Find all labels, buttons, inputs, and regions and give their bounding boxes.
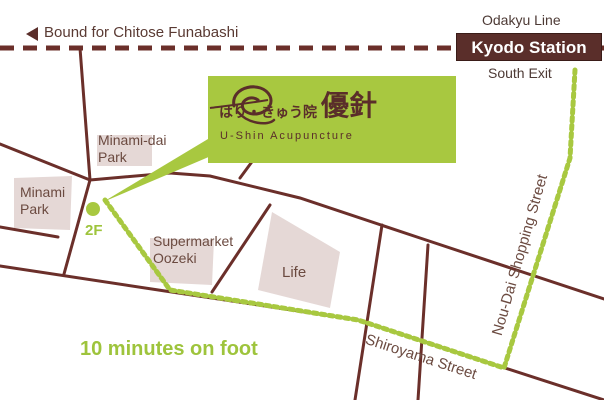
line-label: Odakyu Line bbox=[482, 12, 561, 28]
clinic-name-en: U-Shin Acupuncture bbox=[220, 130, 354, 142]
road bbox=[416, 243, 430, 400]
road bbox=[503, 366, 604, 400]
road bbox=[62, 178, 92, 276]
road bbox=[78, 46, 92, 182]
road bbox=[210, 203, 272, 294]
clinic-location-marker bbox=[86, 202, 100, 216]
floor-label: 2F bbox=[85, 222, 103, 239]
road bbox=[0, 225, 60, 239]
nou-dai-street-road bbox=[502, 69, 577, 369]
block-life bbox=[258, 212, 340, 308]
road bbox=[0, 264, 167, 293]
direction-arrow-icon bbox=[26, 27, 38, 41]
road bbox=[0, 142, 92, 182]
station-label: Kyodo Station bbox=[456, 33, 602, 61]
block-minami-park bbox=[14, 176, 72, 230]
blocks bbox=[14, 135, 340, 308]
clinic-name-kanji: 優針 bbox=[321, 89, 378, 122]
place-minami-park: Minami Park bbox=[20, 184, 66, 217]
place-minami-dai-park: Minami-dai Park bbox=[98, 132, 167, 165]
clinic-callout: はり・きゅう院優針 U-Shin Acupuncture bbox=[208, 76, 456, 163]
walk-time-label: 10 minutes on foot bbox=[80, 338, 258, 360]
walking-route bbox=[102, 67, 578, 372]
needle-swirl-icon bbox=[209, 85, 276, 125]
road bbox=[353, 223, 384, 400]
bound-label: Bound for Chitose Funabashi bbox=[44, 24, 239, 41]
exit-label: South Exit bbox=[488, 65, 552, 81]
block-minami-dai-park bbox=[97, 135, 152, 166]
place-life: Life bbox=[282, 264, 307, 281]
place-supermarket: Supermarket Oozeki bbox=[153, 233, 234, 266]
block-oozeki bbox=[150, 238, 214, 285]
